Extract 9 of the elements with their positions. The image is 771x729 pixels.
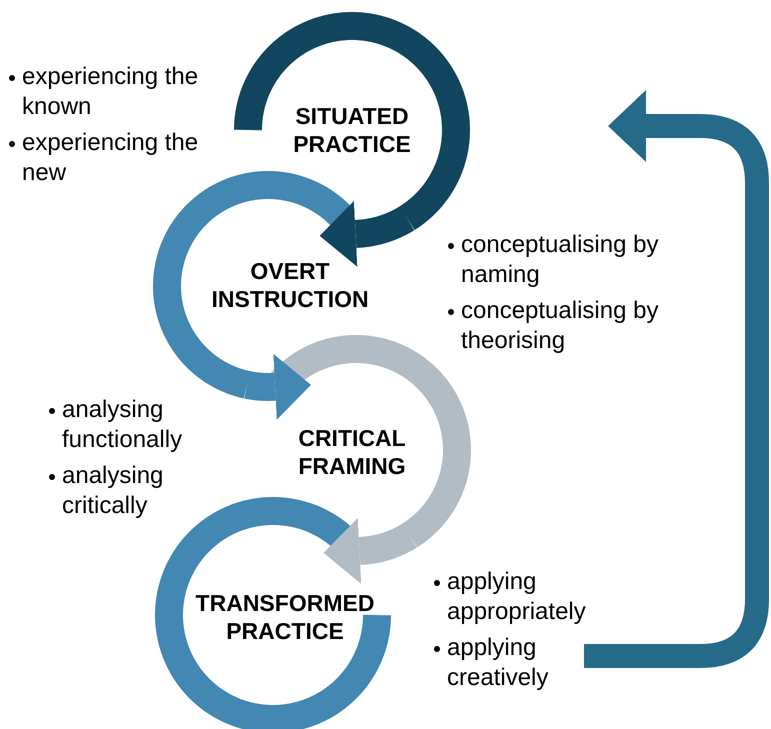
stage-title: CRITICAL FRAMING xyxy=(297,424,407,480)
stage-title: TRANSFORMED PRACTICE xyxy=(196,589,374,645)
bullet-text: conceptualising by theorising xyxy=(461,296,660,356)
bullet-text: applying creatively xyxy=(447,633,550,693)
bullet-text: experiencing the new xyxy=(22,128,200,188)
bullet-text: analysing critically xyxy=(62,461,164,521)
circular-band xyxy=(155,497,391,729)
stage-title: OVERT INSTRUCTION xyxy=(212,257,368,313)
stage-title: SITUATED PRACTICE xyxy=(292,102,412,158)
